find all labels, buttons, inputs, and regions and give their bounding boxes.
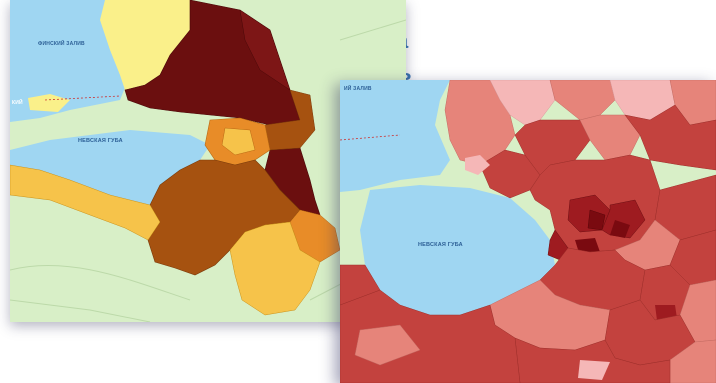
left-island bbox=[28, 94, 70, 112]
left-district-ne-brown bbox=[264, 89, 316, 151]
left-district-west-lightorange bbox=[10, 164, 161, 241]
left-bay-label: НЕВСКАЯ ГУБА bbox=[78, 138, 123, 144]
right-municipal-map: ИЙ ЗАЛИВ НЕВСКАЯ ГУБА bbox=[340, 80, 716, 383]
right-bay-water bbox=[360, 185, 555, 315]
left-district-southeast-lightorange bbox=[229, 221, 321, 316]
left-district-nw-yellow bbox=[100, 0, 190, 90]
right-bay-label: НЕВСКАЯ ГУБА bbox=[418, 242, 463, 248]
left-gulf-label: ФИНСКИЙ ЗАЛИВ bbox=[38, 39, 85, 47]
left-cut-label: КИЙ bbox=[12, 98, 23, 106]
right-gulf-water bbox=[340, 80, 450, 192]
background-text-line-1: а bbox=[396, 30, 716, 52]
right-gulf-label: ИЙ ЗАЛИВ bbox=[344, 84, 372, 92]
left-bay-water bbox=[10, 130, 210, 205]
